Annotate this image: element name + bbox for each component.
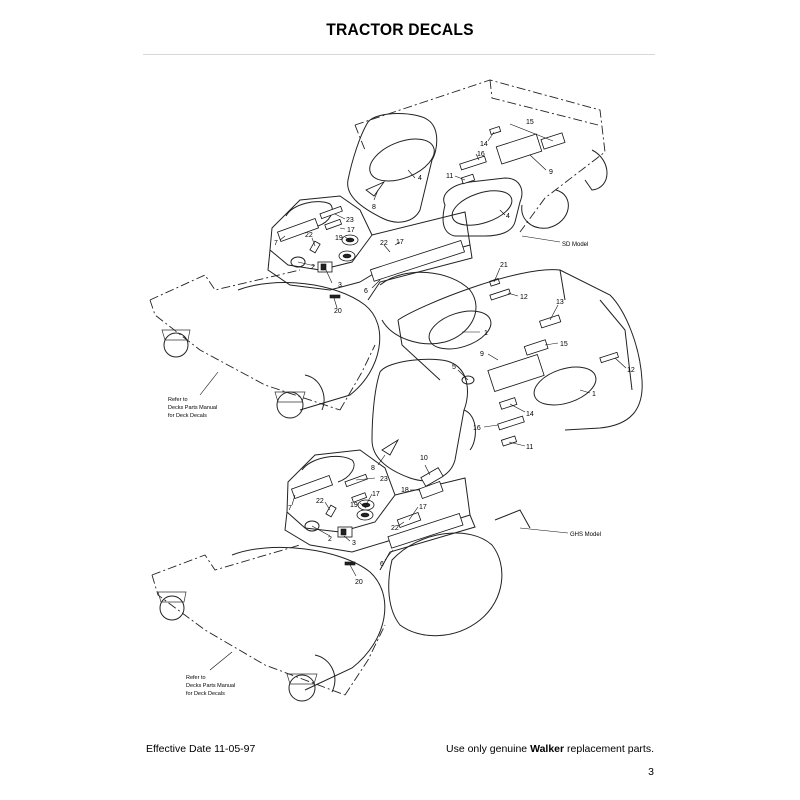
callout-16-bottom: 16 — [473, 425, 481, 432]
model-labels: SD Model GHS Model — [562, 242, 601, 538]
callout-17b-bottom: 17 — [419, 504, 427, 511]
callout-1b-bottom: 1 — [592, 391, 596, 398]
effective-date: Effective Date 11-05-97 — [146, 743, 256, 755]
footer-note: Use only genuine Walker replacement part… — [446, 743, 654, 755]
callout-5-bottom: 5 — [452, 364, 456, 371]
callout-3-top: 3 — [338, 282, 342, 289]
callout-16-top: 16 — [477, 151, 485, 158]
page-title: TRACTOR DECALS — [326, 20, 474, 39]
callout-22b-top: 22 — [380, 240, 388, 247]
title-divider — [143, 54, 655, 55]
page-number: 3 — [648, 766, 654, 778]
deck-note-line: Refer to — [168, 397, 188, 403]
callout-11-top: 11 — [446, 173, 453, 180]
callout-2-bottom: 2 — [328, 536, 332, 543]
deck-note-line: for Deck Decals — [186, 691, 225, 697]
callout-14-top: 14 — [480, 141, 488, 148]
callout-2-top: 2 — [311, 264, 315, 271]
callout-23-bottom: 23 — [380, 476, 388, 483]
deck-note-line: Decks Parts Manual — [168, 405, 217, 411]
callout-17a-bottom: 17 — [372, 491, 380, 498]
ghs-model-label: GHS Model — [570, 532, 601, 538]
callout-17b-top: 17 — [396, 239, 404, 246]
callout-18-bottom: 18 — [401, 487, 409, 494]
footer-note-prefix: Use only genuine — [446, 743, 531, 755]
callout-23-top: 23 — [346, 217, 354, 224]
sd-model-tractor — [149, 79, 608, 419]
callout-3-bottom: 3 — [352, 540, 356, 547]
callout-7-bottom: 7 — [288, 505, 292, 512]
callout-8-top: 8 — [372, 204, 376, 211]
callout-4a-top: 4 — [418, 175, 422, 182]
callout-13-bottom: 13 — [556, 299, 564, 306]
callout-21-top: 21 — [500, 262, 508, 269]
callout-11-bottom: 11 — [526, 444, 533, 451]
callout-leaders — [199, 123, 627, 671]
deck-note-top: Refer to Decks Parts Manual for Deck Dec… — [168, 397, 217, 419]
callout-9-top: 9 — [549, 169, 553, 176]
callout-12-top: 12 — [520, 294, 528, 301]
callout-labels: 15 14 16 9 11 4 8 4 23 17 19 22 7 22 17 … — [274, 119, 635, 586]
callout-14-bottom: 14 — [526, 411, 534, 418]
callout-19-top: 19 — [335, 235, 343, 242]
deck-note-line: Refer to — [186, 675, 206, 681]
callout-15-top: 15 — [526, 119, 534, 126]
callout-7-top: 7 — [274, 240, 278, 247]
callout-15-bottom: 15 — [560, 341, 568, 348]
callout-12-bottom: 12 — [627, 367, 635, 374]
callout-4b-top: 4 — [506, 213, 510, 220]
deck-note-line: Decks Parts Manual — [186, 683, 235, 689]
deck-note-bottom: Refer to Decks Parts Manual for Deck Dec… — [186, 675, 235, 697]
callout-6-bottom: 6 — [380, 561, 384, 568]
callout-17a-top: 17 — [347, 227, 355, 234]
callout-1a-bottom: 1 — [484, 330, 488, 337]
callout-20-bottom: 20 — [355, 579, 363, 586]
callout-9-bottom: 9 — [480, 351, 484, 358]
callout-20-top: 20 — [334, 308, 342, 315]
deck-note-line: for Deck Decals — [168, 413, 207, 419]
sd-model-label: SD Model — [562, 242, 588, 248]
callout-10-bottom: 10 — [420, 455, 428, 462]
callout-22b-bottom: 22 — [391, 525, 399, 532]
callout-19-bottom: 19 — [350, 502, 358, 509]
footer-note-suffix: replacement parts. — [564, 743, 654, 755]
decal-4-shape — [369, 138, 435, 182]
callout-22a-top: 22 — [305, 232, 313, 239]
footer-brand: Walker — [530, 743, 565, 755]
callout-22a-bottom: 22 — [316, 498, 324, 505]
ghs-model-tractor — [151, 269, 643, 702]
callout-6-top: 6 — [364, 288, 368, 295]
callout-8-bottom: 8 — [371, 465, 375, 472]
